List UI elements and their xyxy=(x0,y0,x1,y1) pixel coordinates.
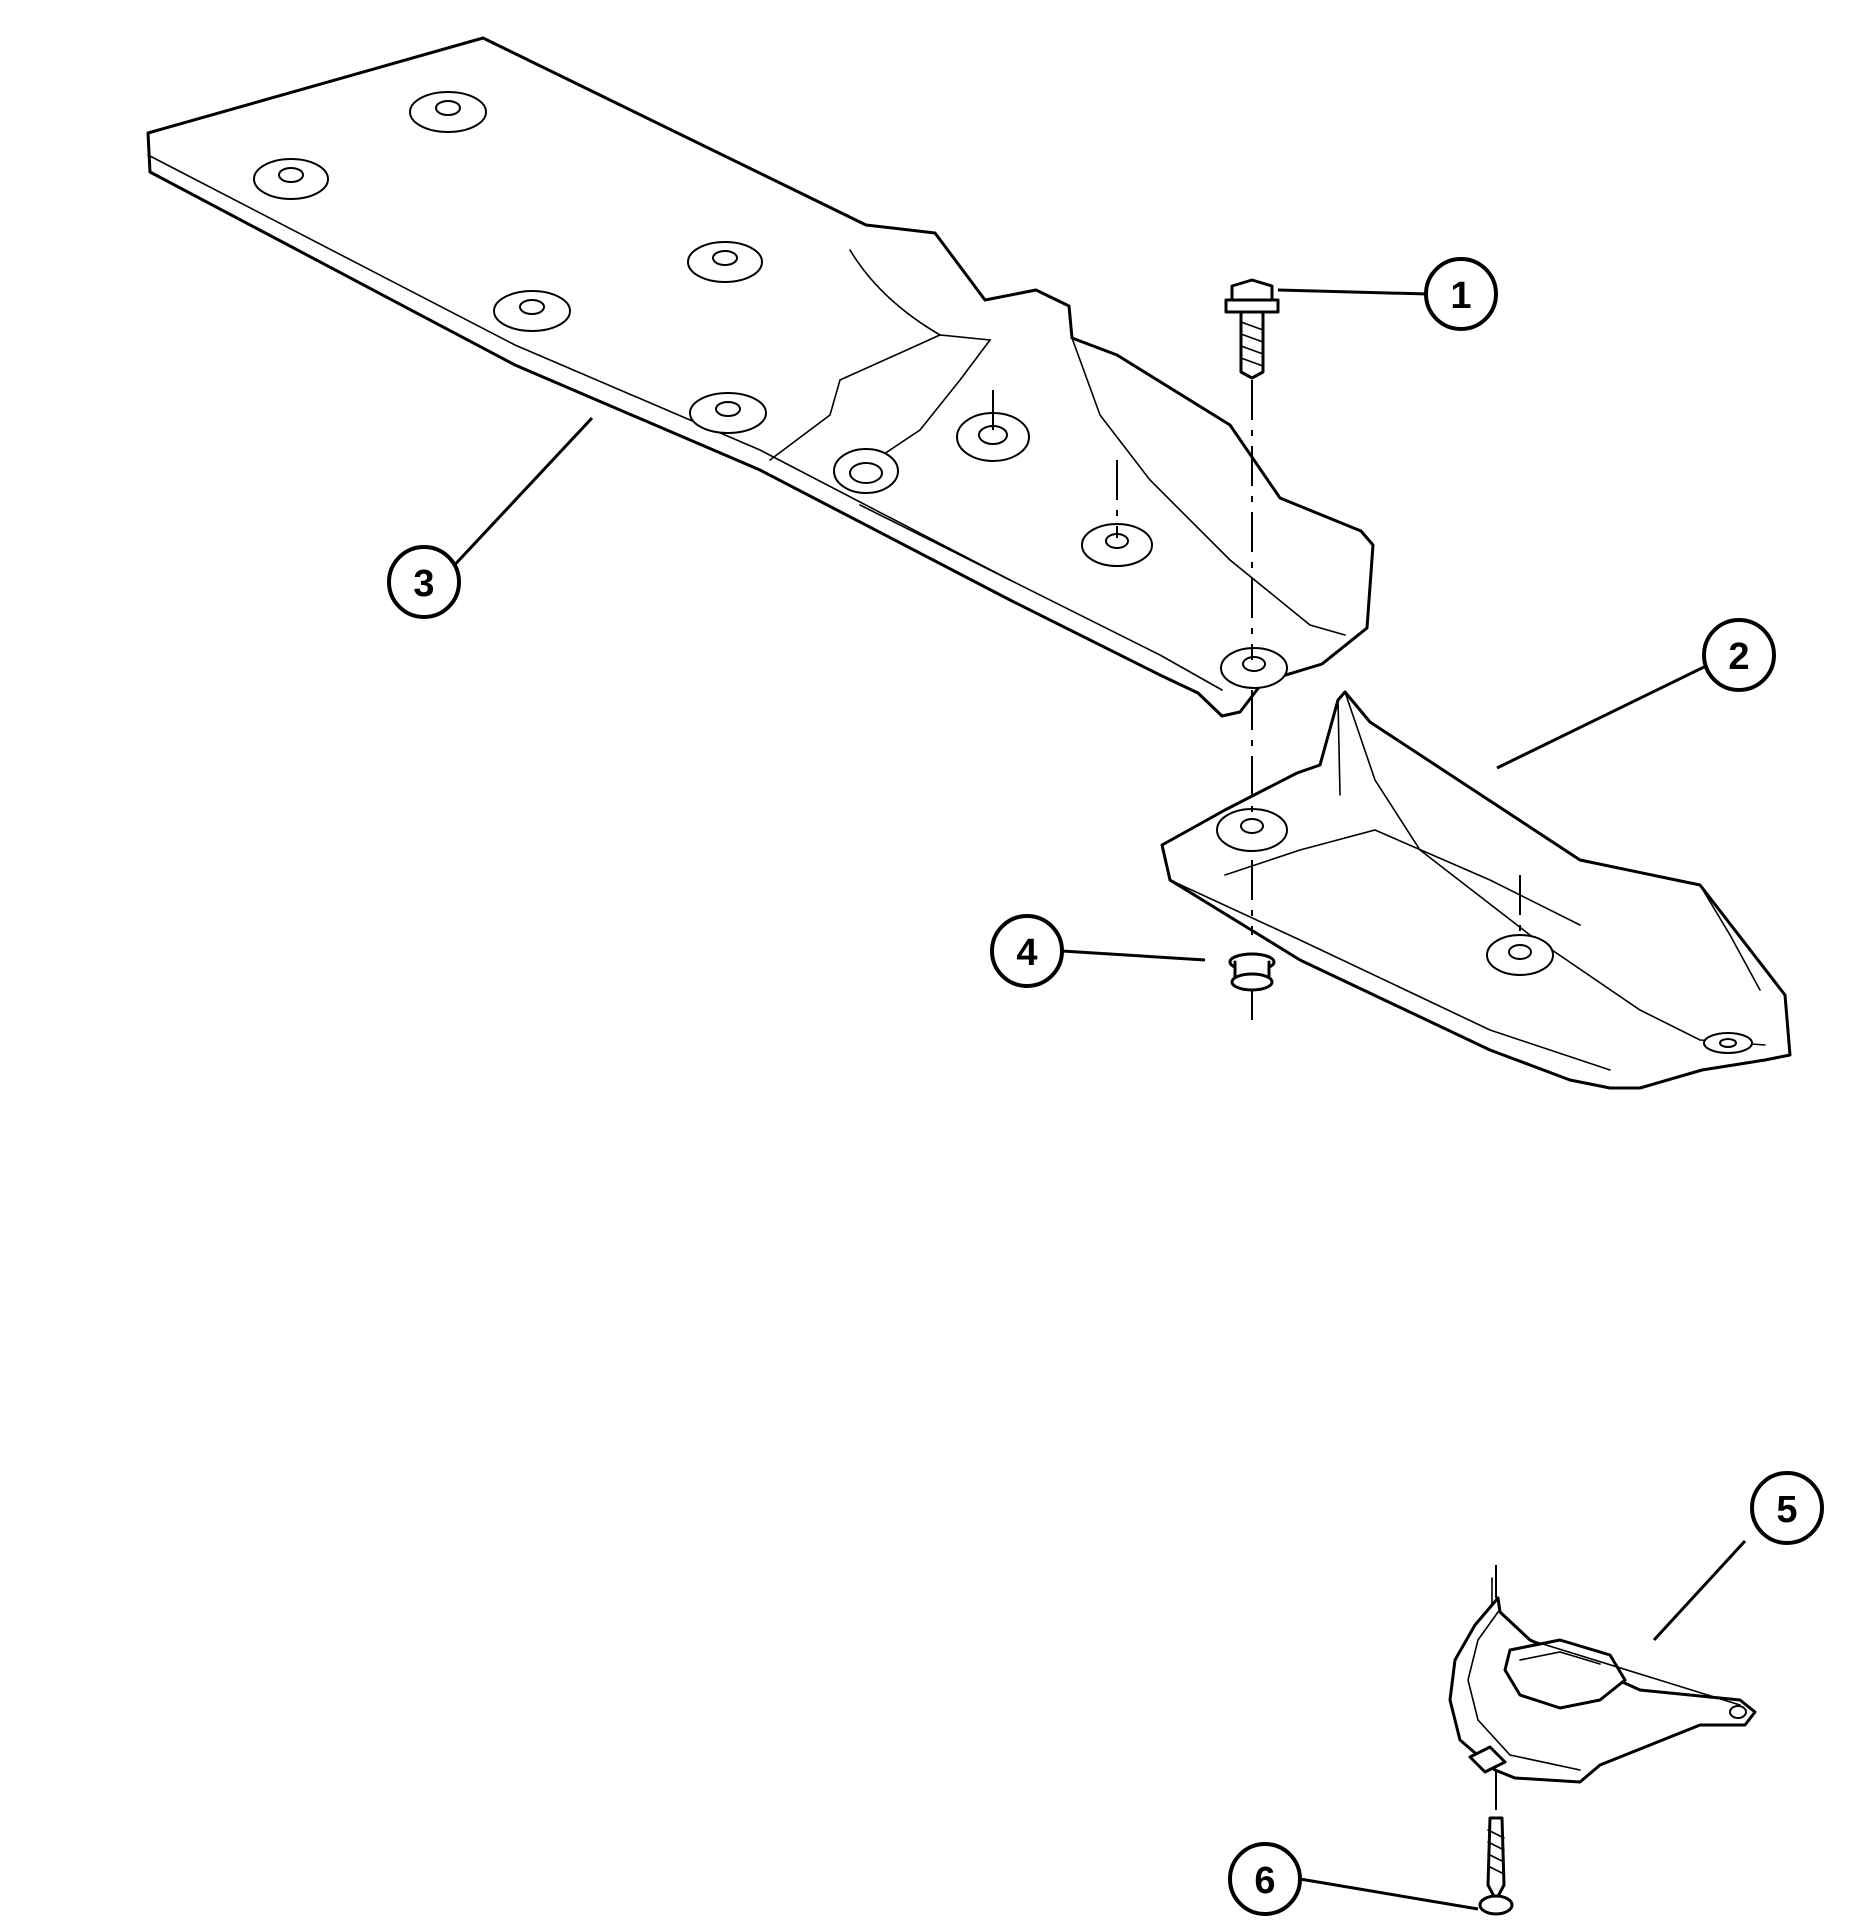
leader-line-3 xyxy=(446,416,594,574)
mounting-hole xyxy=(1216,808,1288,852)
mounting-hole xyxy=(1220,647,1288,689)
bracket-shield xyxy=(1448,1565,1757,1784)
leader-line-4 xyxy=(1061,949,1206,962)
leader-line-1 xyxy=(1277,288,1429,296)
mounting-hole xyxy=(493,290,571,332)
callout-label: 5 xyxy=(1776,1489,1797,1531)
callout-1: 1 xyxy=(1424,257,1498,331)
callout-label: 3 xyxy=(413,563,434,605)
hex-bolt xyxy=(1224,278,1280,380)
front-heat-shield xyxy=(1160,690,1792,1090)
callout-label: 6 xyxy=(1254,1860,1275,1902)
mounting-hole xyxy=(253,158,329,200)
rear-heat-shield xyxy=(146,36,1375,718)
flange-nut xyxy=(1228,952,1276,992)
mounting-hole xyxy=(409,91,487,133)
mounting-hole xyxy=(687,241,763,283)
leader-line-2 xyxy=(1496,665,1705,770)
mounting-hole xyxy=(1081,523,1153,567)
callout-label: 2 xyxy=(1728,636,1749,678)
callout-6: 6 xyxy=(1228,1842,1302,1916)
callout-3: 3 xyxy=(387,545,461,619)
mounting-hole xyxy=(1703,1032,1753,1054)
leader-line-6 xyxy=(1299,1877,1479,1911)
callout-4: 4 xyxy=(990,914,1064,988)
callout-5: 5 xyxy=(1750,1471,1824,1545)
callout-label: 4 xyxy=(1016,932,1037,974)
callout-label: 1 xyxy=(1450,275,1471,317)
mounting-hole xyxy=(689,392,767,434)
callout-2: 2 xyxy=(1702,618,1776,692)
mounting-hole xyxy=(1486,934,1554,976)
screw xyxy=(1478,1770,1514,1916)
mounting-hole xyxy=(956,412,1030,462)
mounting-hole xyxy=(833,448,899,494)
leader-line-5 xyxy=(1652,1539,1747,1642)
